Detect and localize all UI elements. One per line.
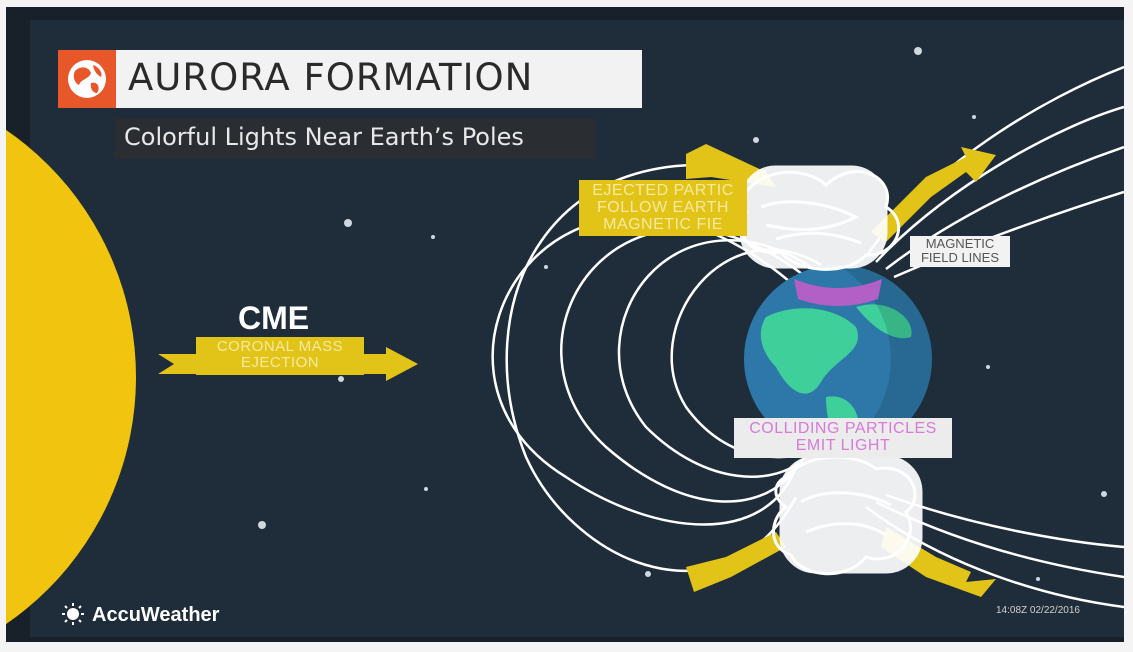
- arrow-upper-right: [871, 147, 996, 242]
- field-lines-label-line: MAGNETIC: [925, 236, 995, 251]
- globe-icon: [68, 60, 106, 98]
- star: [753, 137, 759, 143]
- field-lines-label: MAGNETIC FIELD LINES: [910, 236, 1010, 267]
- ejected-particles-label: EJECTED PARTIC FOLLOW EARTH MAGNETIC FIE: [579, 182, 747, 233]
- timestamp: 14:08Z 02/22/2016: [996, 605, 1080, 616]
- star: [986, 365, 990, 369]
- colliding-label-line: COLLIDING PARTICLES: [749, 420, 937, 437]
- arrow-lower-left: [686, 532, 786, 592]
- star: [1036, 577, 1040, 581]
- subtitle-banner: Colorful Lights Near Earth’s Poles: [114, 119, 596, 159]
- star: [338, 376, 344, 382]
- star: [424, 487, 428, 491]
- field-lines-label-line: FIELD LINES: [920, 250, 1000, 265]
- ejected-label-line: EJECTED PARTIC: [592, 182, 734, 199]
- diagram-artwork: [6, 47, 1124, 625]
- accuweather-sun-icon: [62, 603, 84, 625]
- cme-arrow: [158, 337, 418, 381]
- colliding-label-line: EMIT LIGHT: [795, 437, 891, 454]
- subtitle: Colorful Lights Near Earth’s Poles: [124, 123, 524, 151]
- scribble-overlay-top: [734, 165, 900, 271]
- star: [544, 265, 548, 269]
- aurora-ring: [794, 279, 882, 306]
- star: [344, 219, 352, 227]
- ejected-label-box: [579, 180, 747, 236]
- ejected-label-line: MAGNETIC FIE: [603, 216, 723, 233]
- stars: [258, 47, 1107, 581]
- earth: [744, 265, 932, 453]
- sun: [6, 129, 136, 625]
- star: [645, 571, 651, 577]
- cme-caption-line: CORONAL MASS: [216, 338, 344, 355]
- cme-caption-line: EJECTION: [240, 354, 320, 371]
- scribble-overlay-bottom: [772, 455, 923, 576]
- ejected-label-line: FOLLOW EARTH: [597, 199, 729, 216]
- title-banner: AURORA FORMATION: [58, 50, 642, 108]
- infographic: AURORA FORMATION Colorful Lights Near Ea…: [6, 7, 1124, 642]
- star: [431, 235, 435, 239]
- brand-name: AccuWeather: [92, 604, 220, 626]
- colliding-particles-label: COLLIDING PARTICLES EMIT LIGHT: [734, 418, 952, 458]
- star: [914, 47, 922, 55]
- cme-heading: CME: [238, 300, 310, 336]
- page-title: AURORA FORMATION: [128, 56, 534, 99]
- star: [1101, 491, 1107, 497]
- cme-caption: CORONAL MASS EJECTION: [196, 339, 364, 371]
- star: [258, 521, 266, 529]
- star: [972, 115, 976, 119]
